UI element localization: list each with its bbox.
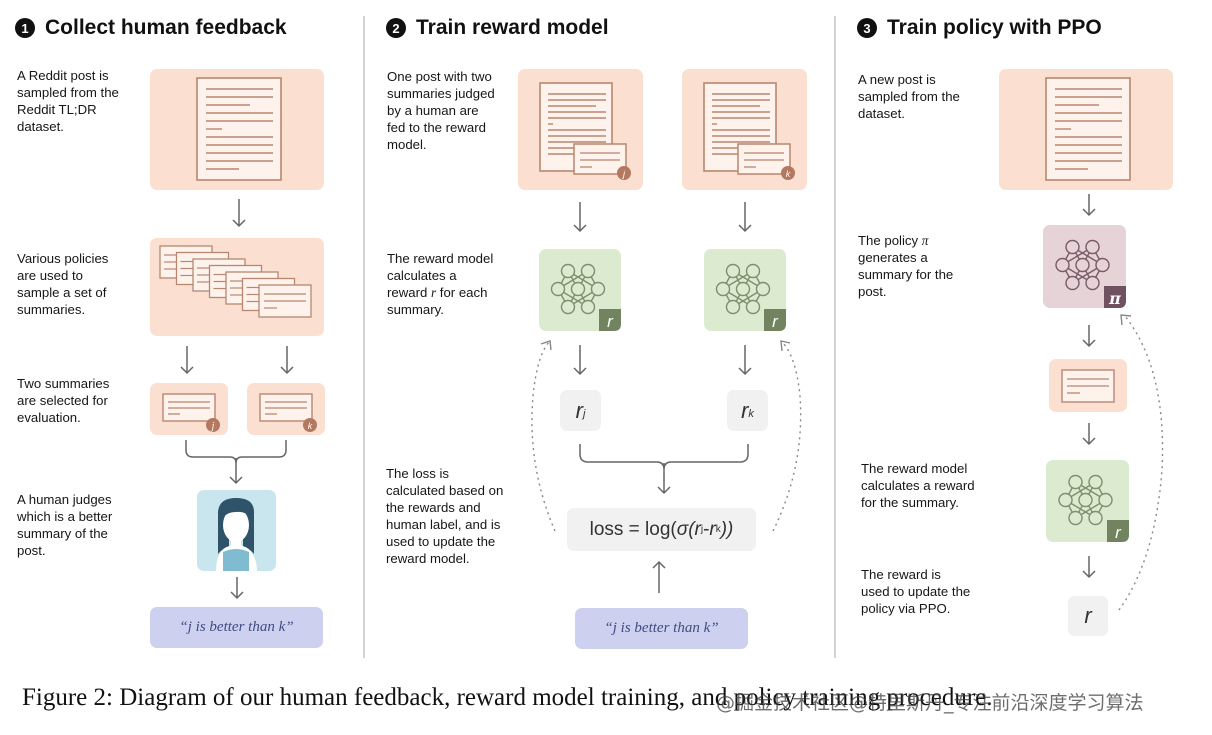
reward-model: r (1046, 460, 1129, 542)
section-title-text: Train policy with PPO (887, 16, 1102, 39)
update-feedback-arrow-right (772, 340, 802, 532)
summary-j-card: j (150, 383, 228, 435)
badge-k: k (308, 421, 313, 431)
arrow-down-icon (573, 202, 587, 233)
reddit-post-card (150, 69, 324, 190)
badge-j: j (622, 169, 626, 179)
arrow-up-icon (652, 560, 666, 593)
new-post-card (999, 69, 1173, 190)
section-divider-2 (834, 16, 836, 658)
step-description: A human judges which is a better summary… (17, 492, 113, 558)
reward-model-j: r (539, 249, 621, 331)
neural-network-icon (550, 263, 606, 315)
step-number-badge: 3 (857, 18, 877, 38)
arrow-down-icon (232, 199, 246, 228)
reward-model-badge: r (1107, 520, 1129, 542)
svg-text:π: π (1108, 289, 1121, 308)
step-description: Two summaries are selected for evaluatio… (17, 376, 110, 425)
neural-network-icon (1058, 474, 1113, 526)
step-description: The reward is used to update the policy … (861, 567, 971, 616)
summary-k-card: k (247, 383, 325, 435)
step-description: A new post is sampled from the dataset. (858, 72, 960, 121)
step-number-badge: 1 (15, 18, 35, 38)
step-description: One post with two summaries judged by a … (387, 69, 495, 152)
reward-model-badge: r (764, 309, 786, 331)
arrow-down-icon (280, 346, 294, 375)
merge-bracket-arrow-icon (579, 444, 749, 495)
summary-icon (1061, 369, 1115, 403)
post-summary-j-card: j (518, 69, 643, 190)
policy-model: π (1043, 225, 1126, 308)
arrow-down-icon (1082, 325, 1096, 348)
step-number-badge: 2 (386, 18, 406, 38)
update-feedback-arrow-left (531, 340, 556, 532)
document-icon (1045, 77, 1131, 181)
human-label-box: “j is better than k” (575, 608, 748, 649)
section-2-title: 2 Train reward model (386, 16, 609, 40)
document-with-summary-icon: j (539, 82, 631, 180)
section-divider-1 (363, 16, 365, 658)
arrow-down-icon (738, 202, 752, 233)
arrow-down-icon (180, 346, 194, 375)
post-summary-k-card: k (682, 69, 807, 190)
step-description: The loss is calculated based on the rewa… (386, 466, 504, 566)
human-label-box: “j is better than k” (150, 607, 323, 648)
step-description: The reward model calculates a reward r f… (387, 251, 494, 317)
arrow-down-icon (1082, 423, 1096, 446)
arrow-down-icon (573, 345, 587, 376)
summary-icon: k (259, 393, 317, 432)
step-description: The reward model calculates a reward for… (861, 461, 975, 510)
arrow-down-icon (1082, 194, 1096, 217)
policy-badge: π (1104, 286, 1126, 308)
arrow-down-icon (1082, 556, 1096, 579)
section-title-text: Train reward model (416, 16, 609, 39)
section-3-title: 3 Train policy with PPO (857, 16, 1102, 40)
neural-network-icon (715, 263, 771, 315)
document-with-summary-icon: k (703, 82, 795, 180)
watermark: @掘金技术社区@特里斯丹_专注前沿深度学习算法 (716, 692, 1144, 714)
arrow-down-icon (230, 577, 244, 600)
svg-text:r: r (772, 312, 779, 331)
step-description: Various policies are used to sample a se… (17, 251, 109, 317)
person-icon (216, 498, 257, 571)
reward-model-badge: r (599, 309, 621, 331)
step-description: A Reddit post is sampled from the Reddit… (17, 68, 119, 134)
section-1-title: 1 Collect human feedback (15, 16, 287, 40)
reward-model-k: r (704, 249, 786, 331)
human-judge-avatar (197, 490, 276, 571)
document-icon (196, 77, 282, 181)
arrow-down-icon (738, 345, 752, 376)
summary-icon: j (162, 393, 220, 432)
svg-text:r: r (607, 312, 614, 331)
stacked-summaries-icon (159, 245, 312, 318)
svg-text:r: r (1115, 523, 1122, 542)
badge-j: j (210, 421, 215, 432)
neural-network-icon (1055, 239, 1110, 291)
figure-caption: Figure 2: Diagram of our human feedback,… (22, 684, 993, 711)
ppo-update-feedback-arrow (1118, 314, 1164, 611)
section-title-text: Collect human feedback (45, 16, 287, 39)
step-description: The policy π generates a summary for the… (858, 233, 954, 299)
generated-summary-card (1049, 359, 1127, 412)
policy-summaries-card (150, 238, 324, 336)
reward-value: r (1068, 596, 1108, 636)
merge-bracket-arrow-icon (185, 440, 287, 485)
badge-k: k (786, 169, 791, 179)
